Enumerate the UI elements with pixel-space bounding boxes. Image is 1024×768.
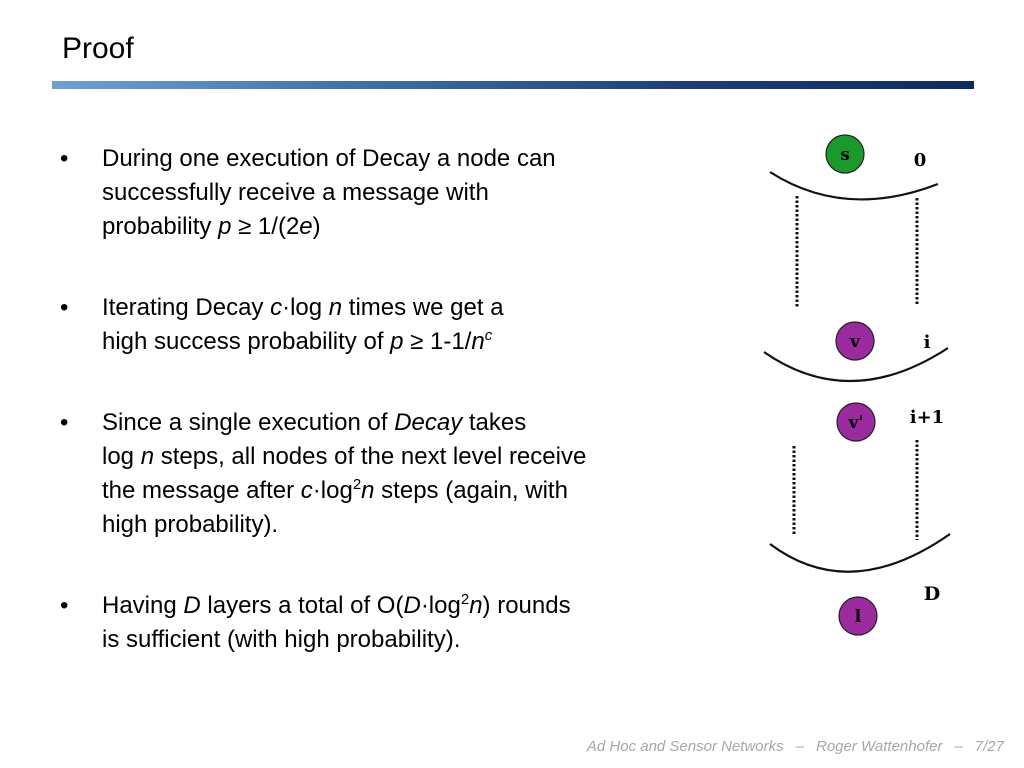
text-run: ·log bbox=[420, 592, 461, 619]
text-run: ) bbox=[312, 213, 321, 240]
text-run: high probability). bbox=[102, 511, 279, 538]
text-run: c bbox=[484, 327, 493, 344]
footer-course: Ad Hoc and Sensor Networks bbox=[586, 738, 784, 755]
text-run: n bbox=[361, 477, 375, 504]
footer-separator: – bbox=[795, 738, 804, 755]
bullet-dot-icon: • bbox=[60, 294, 69, 321]
level-label: i bbox=[924, 332, 931, 353]
bullet-dot-icon: • bbox=[60, 409, 69, 436]
level-label: 0 bbox=[914, 150, 927, 171]
text-run: D bbox=[403, 592, 421, 619]
text-run: n bbox=[140, 443, 155, 470]
node-circle bbox=[825, 134, 865, 174]
slide-footer: Ad Hoc and Sensor Networks–Roger Wattenh… bbox=[0, 738, 1004, 755]
level-d-curve bbox=[769, 533, 951, 573]
text-run: During one execution of Decay a node can bbox=[102, 145, 556, 172]
level-label: D bbox=[924, 583, 940, 605]
text-run: ≥ 1/(2 bbox=[231, 213, 300, 240]
text-run: the message after bbox=[102, 477, 301, 504]
text-run: high success probability of bbox=[102, 328, 391, 355]
bullet-line: Iterating Decay c·log n times we get a bbox=[102, 291, 700, 325]
text-run: c bbox=[270, 294, 283, 321]
bullet-item: • Since a single execution of Decay takes… bbox=[60, 406, 700, 542]
text-run: ) rounds bbox=[482, 592, 571, 619]
node-label: v' bbox=[847, 413, 863, 433]
text-run: p bbox=[390, 328, 404, 355]
node-circle bbox=[835, 321, 875, 361]
bullet-item: • During one execution of Decay a node ca… bbox=[60, 142, 700, 244]
text-run: n bbox=[328, 294, 343, 321]
level-i-curve bbox=[763, 347, 949, 383]
level-label: i+1 bbox=[910, 407, 944, 428]
node-label: v bbox=[849, 332, 861, 352]
bullet-line: is sufficient (with high probability). bbox=[102, 623, 700, 657]
text-run: p bbox=[218, 213, 232, 240]
footer-author: Roger Wattenhofer bbox=[815, 738, 943, 755]
text-run: is sufficient (with high probability). bbox=[102, 626, 461, 653]
text-run: successfully receive a message with bbox=[102, 179, 489, 206]
bullet-line: the message after c·log2n steps (again, … bbox=[102, 474, 700, 508]
bullet-line: Having D layers a total of O(D·log2n) ro… bbox=[102, 589, 700, 623]
node-circle bbox=[838, 596, 878, 636]
text-run: Iterating Decay bbox=[102, 294, 271, 321]
text-run: ≥ 1-1/ bbox=[403, 328, 472, 355]
text-run: D bbox=[183, 592, 201, 619]
footer-page-number: 7/27 bbox=[974, 738, 1004, 755]
bullet-list: • During one execution of Decay a node ca… bbox=[60, 142, 700, 704]
text-run: log bbox=[102, 443, 141, 470]
text-run: 2 bbox=[460, 591, 470, 608]
bullet-line: high probability). bbox=[102, 508, 700, 542]
text-run: layers a total of O( bbox=[200, 592, 404, 619]
node-v: v bbox=[835, 321, 875, 361]
text-run: Since a single execution of bbox=[102, 409, 395, 436]
bullet-line: successfully receive a message with bbox=[102, 176, 700, 210]
footer-separator: – bbox=[954, 738, 963, 755]
text-run: n bbox=[471, 328, 485, 355]
text-run: 2 bbox=[352, 476, 362, 493]
text-run: c bbox=[300, 477, 313, 504]
node-l: l bbox=[838, 596, 878, 636]
text-run: Having bbox=[102, 592, 184, 619]
bullet-line: probability p ≥ 1/(2e) bbox=[102, 210, 700, 244]
bullet-line: log n steps, all nodes of the next level… bbox=[102, 440, 700, 474]
bullet-dot-icon: • bbox=[60, 592, 69, 619]
text-run: steps (again, with bbox=[374, 477, 568, 504]
title-underline-bar bbox=[52, 81, 974, 89]
text-run: probability bbox=[102, 213, 219, 240]
bullet-line: high success probability of p ≥ 1-1/nc bbox=[102, 325, 700, 359]
text-run: steps, all nodes of the next level recei… bbox=[154, 443, 587, 470]
bullet-dot-icon: • bbox=[60, 145, 69, 172]
node-label: s bbox=[840, 145, 850, 165]
text-run: takes bbox=[462, 409, 527, 436]
node-v-prime: v' bbox=[836, 402, 876, 442]
text-run: e bbox=[299, 213, 313, 240]
level-0-curve bbox=[769, 171, 939, 201]
text-run: ·log bbox=[282, 294, 329, 321]
bullet-line: Since a single execution of Decay takes bbox=[102, 406, 700, 440]
node-circle bbox=[836, 402, 876, 442]
bullet-line: During one execution of Decay a node can bbox=[102, 142, 700, 176]
slide-title: Proof bbox=[62, 32, 134, 65]
layered-network-diagram: s v v' l 0 i i+1 D bbox=[763, 134, 951, 636]
text-run: Decay bbox=[394, 409, 463, 436]
bullet-item: •Having D layers a total of O(D·log2n) r… bbox=[60, 589, 700, 657]
text-run: ·log bbox=[312, 477, 353, 504]
text-run: n bbox=[469, 592, 483, 619]
node-label: l bbox=[855, 607, 862, 627]
node-s: s bbox=[825, 134, 865, 174]
text-run: times we get a bbox=[342, 294, 504, 321]
